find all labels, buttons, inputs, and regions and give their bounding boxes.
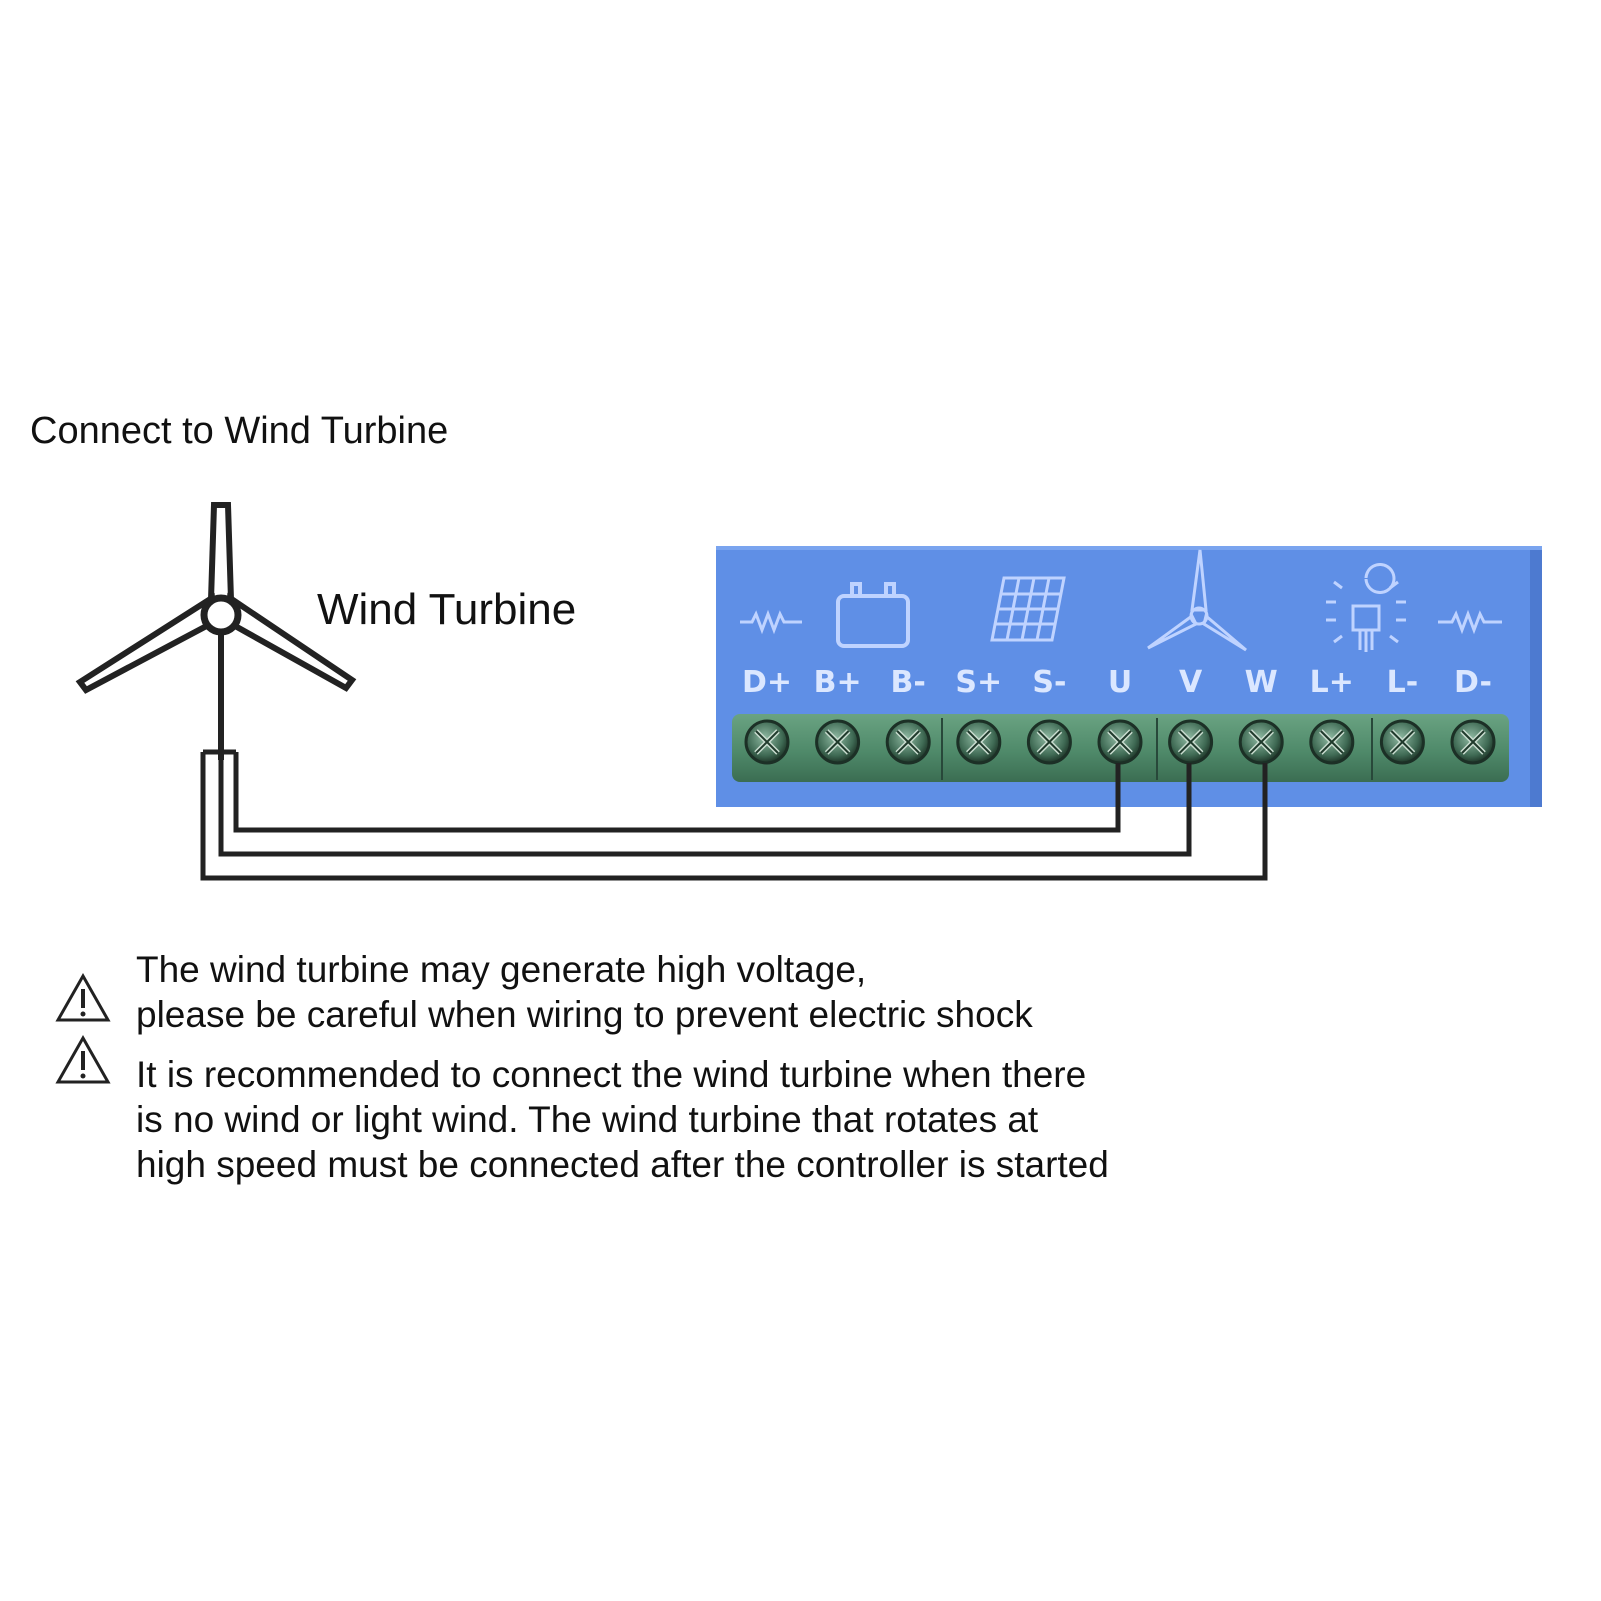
resistor-icon <box>1438 609 1502 635</box>
light-bulb-icon <box>1326 563 1406 652</box>
terminal-label-dplus: D+ <box>742 665 792 700</box>
warning-line: is no wind or light wind. The wind turbi… <box>136 1099 1039 1140</box>
terminal-label-sminus: S- <box>1032 665 1066 700</box>
wire-u <box>233 752 1121 833</box>
wind-turbine-icon <box>75 502 357 760</box>
resistor-icon <box>740 609 802 635</box>
terminal-screw[interactable] <box>744 719 790 765</box>
terminal-screw[interactable] <box>1097 719 1143 765</box>
wire-v <box>218 752 1192 857</box>
wind-turbine-panel-icon <box>1147 549 1247 652</box>
terminal-screw[interactable] <box>885 719 931 765</box>
terminal-label-v: V <box>1179 665 1203 700</box>
warning-icon <box>55 1034 111 1084</box>
terminal-label-splus: S+ <box>955 665 1002 700</box>
terminal-screw[interactable] <box>956 719 1002 765</box>
terminal-label-lplus: L+ <box>1310 665 1354 700</box>
terminal-label-dminus: D- <box>1454 665 1492 700</box>
wire-w <box>200 752 1268 881</box>
battery-icon <box>836 582 910 648</box>
warning-line: high speed must be connected after the c… <box>136 1144 1109 1185</box>
warning-icon <box>55 972 111 1022</box>
terminal-label-w: W <box>1245 665 1278 700</box>
terminal-label-u: U <box>1108 665 1132 700</box>
terminal-screw[interactable] <box>815 719 861 765</box>
terminal-screw[interactable] <box>1238 719 1284 765</box>
warning-message-2: It is recommended to connect the wind tu… <box>136 1052 1109 1187</box>
controller-panel: D+ B+ B- S+ S- U V W L+ L- D- <box>716 546 1542 807</box>
warning-line: please be careful when wiring to prevent… <box>136 994 1033 1035</box>
terminal-label-bminus: B- <box>891 665 926 700</box>
warning-line: It is recommended to connect the wind tu… <box>136 1054 1087 1095</box>
terminal-screw[interactable] <box>1309 719 1355 765</box>
warning-message-1: The wind turbine may generate high volta… <box>136 947 1033 1037</box>
warning-line: The wind turbine may generate high volta… <box>136 949 867 990</box>
terminal-screw[interactable] <box>1379 719 1425 765</box>
page-title: Connect to Wind Turbine <box>30 410 449 452</box>
wires <box>200 749 1268 881</box>
terminal-screw[interactable] <box>1026 719 1072 765</box>
terminal-label-bplus: B+ <box>814 665 862 700</box>
terminal-screw[interactable] <box>1168 719 1214 765</box>
wind-turbine-label: Wind Turbine <box>317 585 577 634</box>
terminal-screw[interactable] <box>1450 719 1496 765</box>
terminal-label-lminus: L- <box>1387 665 1419 700</box>
solar-panel-icon <box>990 576 1066 642</box>
